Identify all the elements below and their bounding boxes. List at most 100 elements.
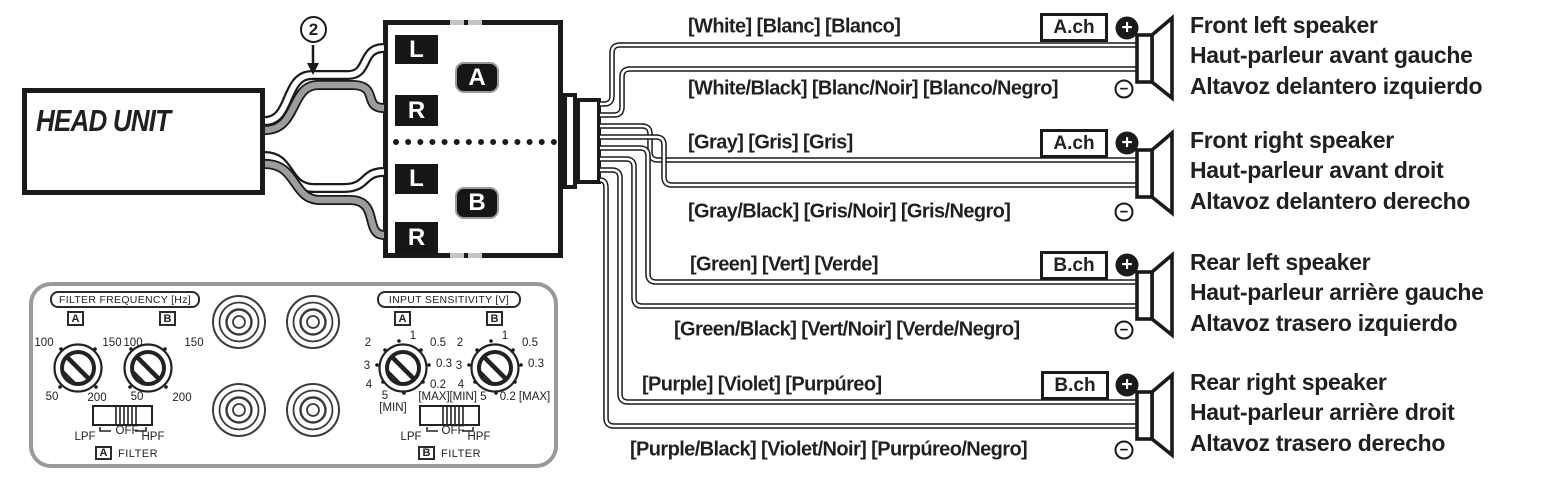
knob-scale-label: 3 <box>363 360 371 372</box>
amp-cut-dash <box>450 253 464 258</box>
minus-terminal-icon: − <box>1114 79 1134 99</box>
speaker-wires <box>600 45 1139 426</box>
knob-scale-label: 2 <box>364 337 372 349</box>
channel-tag: B.ch <box>1040 251 1108 280</box>
amp-output-connector <box>563 93 577 189</box>
knob-scale-label: 4 <box>457 379 465 391</box>
amp-input-a-left-badge: L <box>395 35 438 64</box>
plus-terminal-icon: + <box>1115 131 1139 155</box>
amp-input-a-right-badge: R <box>395 95 438 126</box>
speaker-line-fr: Haut-parleur arrière gauche <box>1190 279 1484 306</box>
plus-terminal-icon: + <box>1115 373 1139 397</box>
channel-tag: B.ch <box>1041 371 1109 400</box>
channel-tag: A.ch <box>1040 13 1108 42</box>
amp-cut-dash <box>468 20 482 25</box>
knob-scale-label: 100 <box>123 337 143 349</box>
filter-switch-a-box: A <box>95 446 112 460</box>
speaker-line-fr: Haut-parleur avant droit <box>1190 157 1444 184</box>
speaker-line-fr: Haut-parleur avant gauche <box>1190 42 1473 69</box>
speaker-icon <box>1135 371 1174 459</box>
callout-arrow-icon <box>307 45 319 75</box>
knob-scale-label: 5 <box>381 390 389 402</box>
speaker-line-es: Altavoz delantero izquierdo <box>1190 72 1483 99</box>
speaker-line-en: Rear right speaker <box>1190 369 1387 395</box>
knob-sensitivity-b <box>470 343 520 393</box>
wire-color-label-negative: [Gray/Black] [Gris/Noir] [Gris/Negro] <box>688 200 1011 223</box>
callout-number: 2 <box>300 16 327 43</box>
amp-control-panel <box>29 282 558 468</box>
knob-scale-label: 0.2 <box>430 379 446 391</box>
amp-channel-divider <box>393 139 557 145</box>
sensitivity-a-box: A <box>394 311 411 326</box>
minus-terminal-icon: − <box>1114 320 1134 340</box>
amp-cut-dash <box>450 20 464 25</box>
knob-scale-label: 200 <box>172 392 192 404</box>
crossover-switch-a <box>92 405 153 432</box>
knob-scale-label: 150 <box>102 337 122 349</box>
filter-switch-label: FILTER <box>118 448 159 460</box>
head-unit-box <box>22 88 265 195</box>
channel-a-badge: A <box>455 62 499 93</box>
channel-tag: A.ch <box>1040 129 1108 158</box>
amp-output-plug <box>576 98 601 184</box>
knob-sensitivity-a <box>378 343 428 393</box>
rca-jack <box>212 383 266 437</box>
wire-color-label-positive: [Gray] [Gris] [Gris] <box>688 131 853 154</box>
wire-color-label-positive: [Green] [Vert] [Verde] <box>690 253 879 276</box>
speaker-icon <box>1135 251 1174 339</box>
filter-switch-b-box: B <box>418 446 435 460</box>
knob-scale-label: 0.5 <box>430 337 446 349</box>
amp-input-b-left-badge: L <box>395 164 438 194</box>
knob-scale-label: 1 <box>409 330 417 342</box>
wire-color-label-negative: [Green/Black] [Vert/Noir] [Verde/Negro] <box>674 318 1020 341</box>
speaker-line-es: Altavoz trasero izquierdo <box>1190 309 1458 336</box>
filter-b-box: B <box>159 311 176 326</box>
speaker-description: Front left speaker Haut-parleur avant ga… <box>1190 10 1483 101</box>
channel-b-badge: B <box>455 187 499 219</box>
switch-label-lpf: LPF <box>400 431 422 443</box>
knob-scale-label: 0.5 <box>522 337 538 349</box>
speaker-line-fr: Haut-parleur arrière droit <box>1190 399 1455 426</box>
speaker-description: Rear right speaker Haut-parleur arrière … <box>1190 367 1455 458</box>
switch-label-hpf: HPF <box>467 431 491 443</box>
speaker-description: Front right speaker Haut-parleur avant d… <box>1190 125 1470 216</box>
rca-jack <box>286 383 340 437</box>
amp-input-b-right-badge: R <box>395 222 438 253</box>
switch-label-hpf: HPF <box>141 431 165 443</box>
knob-scale-label: 150 <box>184 337 204 349</box>
minus-terminal-icon: − <box>1114 440 1134 460</box>
knob-scale-label: 0.3 <box>436 358 452 370</box>
speaker-line-en: Rear left speaker <box>1190 249 1371 275</box>
filter-frequency-title: FILTER FREQUENCY [Hz] <box>50 291 200 308</box>
knob-scale-label: 2 <box>456 337 464 349</box>
speaker-icon <box>1135 129 1174 217</box>
knob-scale-label: [MIN] 5 <box>449 391 487 403</box>
filter-switch-label: FILTER <box>441 448 482 460</box>
knob-scale-label: 1 <box>501 330 509 342</box>
knob-scale-label: 0.3 <box>528 358 544 370</box>
minus-terminal-icon: − <box>1114 202 1134 222</box>
knob-scale-label: 50 <box>130 391 144 403</box>
amp-cut-dash <box>468 253 482 258</box>
head-unit-cables <box>265 48 384 235</box>
knob-scale-label: 200 <box>87 392 107 404</box>
crossover-switch-b <box>419 405 480 432</box>
speaker-line-es: Altavoz trasero derecho <box>1190 429 1446 456</box>
plus-terminal-icon: + <box>1115 16 1139 40</box>
rca-jack <box>212 295 266 349</box>
rca-jack <box>286 295 340 349</box>
speaker-line-en: Front left speaker <box>1190 12 1378 38</box>
knob-ticks <box>58 339 523 395</box>
wire-color-label-positive: [White] [Blanc] [Blanco] <box>688 15 901 38</box>
speaker-line-es: Altavoz delantero derecho <box>1190 187 1471 214</box>
filter-a-box: A <box>67 311 84 326</box>
wire-color-label-positive: [Purple] [Violet] [Purpúreo] <box>642 373 882 396</box>
head-unit-label: HEAD UNIT <box>36 103 171 138</box>
knob-filter-a <box>53 343 103 393</box>
knob-filter-b <box>123 343 173 393</box>
switch-label-off: OFF <box>115 425 139 437</box>
knob-scale-label: 4 <box>365 379 373 391</box>
switch-label-off: OFF <box>441 425 465 437</box>
